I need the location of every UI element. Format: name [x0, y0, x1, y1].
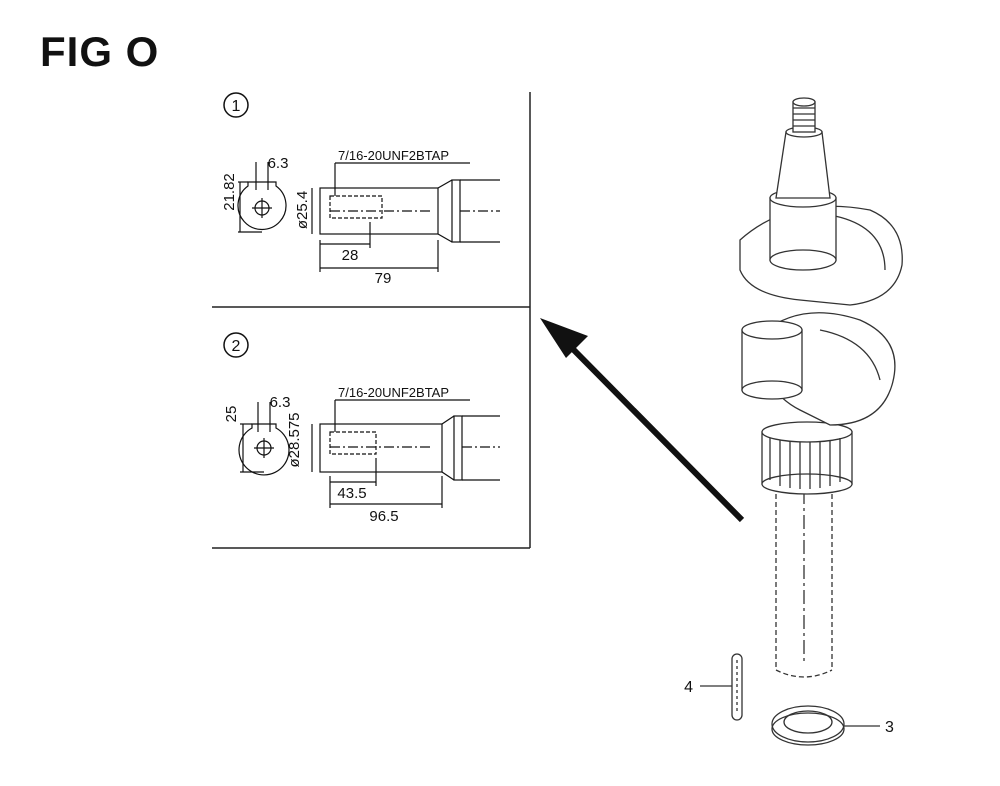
detail-2-index-circle [223, 332, 249, 358]
detail-1-index-circle [223, 92, 249, 118]
detail-2-end-view [238, 402, 290, 476]
detail-2-thread-note: 7/16-20UNF2BTAP [338, 385, 449, 400]
detail-1-dim-height: 21.82 [221, 173, 238, 211]
callout-key: 4 [684, 679, 693, 696]
detail-1-side-view [311, 162, 500, 272]
pointer-arrow [540, 318, 745, 523]
detail-panel-frame [212, 92, 531, 549]
crankshaft-lower-shaft [775, 478, 833, 678]
crankshaft-tapered-end [775, 97, 831, 199]
detail-1-thread-note: 7/16-20UNF2BTAP [338, 148, 449, 163]
crankshaft-crank-pin [741, 320, 803, 400]
detail-2-dim-tap-depth: 43.5 [337, 485, 366, 502]
detail-2: 2 25 6.3 [223, 332, 500, 525]
detail-1-dim-length: 79 [375, 270, 392, 287]
detail-2-dim-height: 25 [223, 406, 240, 423]
detail-2-dim-length: 96.5 [369, 508, 398, 525]
callout-seal: 3 [885, 719, 894, 736]
crankshaft-main-journal [769, 188, 837, 271]
detail-2-dim-diameter: ø28.575 [286, 412, 303, 467]
crankshaft-timing-gear [761, 421, 853, 495]
detail-1-index: 1 [232, 98, 241, 115]
detail-1-dim-key: 6.3 [268, 155, 289, 172]
detail-2-side-view [311, 399, 500, 508]
detail-1-dim-diameter: ø25.4 [294, 191, 311, 229]
detail-1: 1 21.82 6.3 [221, 92, 500, 287]
woodruff-key [731, 653, 743, 721]
detail-1-dim-tap-depth: 28 [342, 247, 359, 264]
detail-2-dim-key: 6.3 [270, 394, 291, 411]
oil-seal [771, 705, 845, 746]
detail-1-end-view [237, 162, 287, 233]
figure-title: FIG O [40, 28, 160, 75]
detail-2-index: 2 [232, 338, 241, 355]
crankshaft-illustration [739, 97, 903, 678]
